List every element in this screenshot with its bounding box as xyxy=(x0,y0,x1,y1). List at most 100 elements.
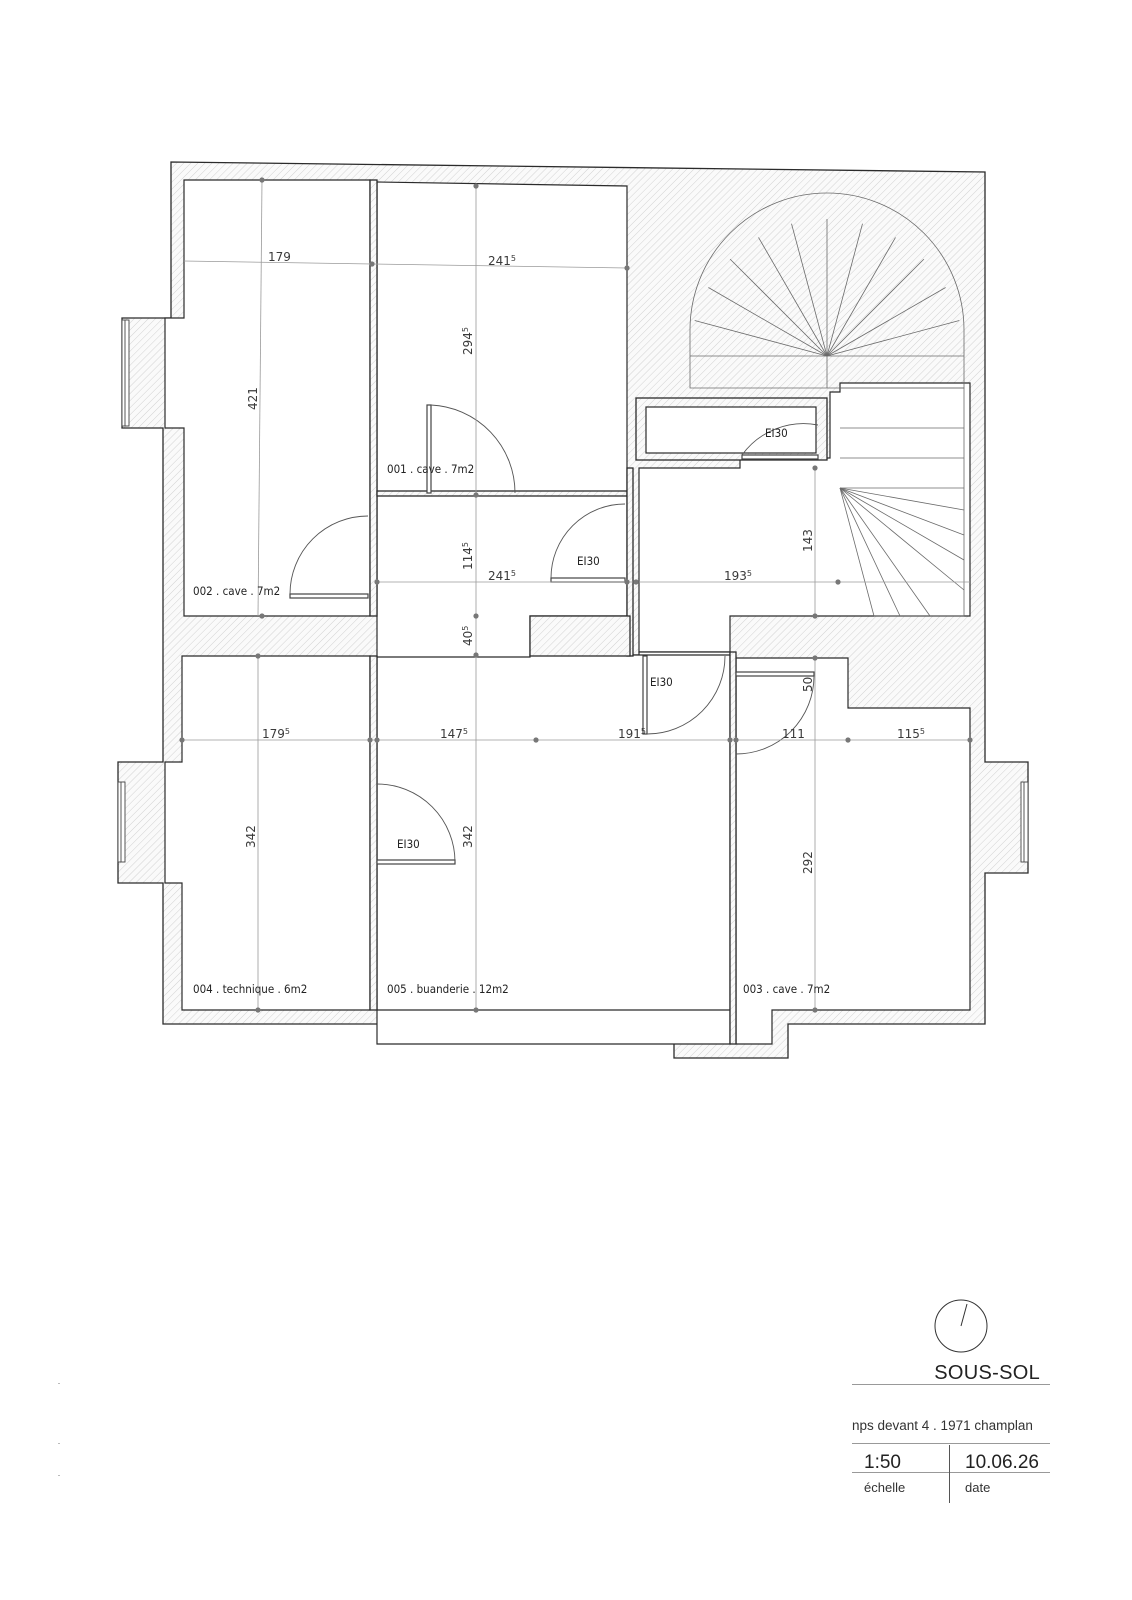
dimension-dot xyxy=(179,737,185,743)
dimension-dot xyxy=(633,579,639,585)
partition-vertical-west xyxy=(369,179,378,617)
dimension-dot xyxy=(473,183,479,189)
tb-vertical-separator xyxy=(949,1445,950,1503)
dimension-dot xyxy=(812,1007,818,1013)
room-005-area xyxy=(376,654,731,1011)
room-label-004: 004 . technique . 6m2 xyxy=(193,982,307,996)
dimension-dot xyxy=(473,652,479,658)
dimension-dot xyxy=(369,261,375,267)
stair-tread xyxy=(826,237,896,357)
room-label-005: 005 . buanderie . 12m2 xyxy=(387,982,509,996)
dim-40-5: 405 xyxy=(461,626,475,646)
dimension-dot xyxy=(473,613,479,619)
dimension-dot xyxy=(533,737,539,743)
margin-tick xyxy=(58,1443,60,1444)
spiral-stair xyxy=(689,192,965,617)
door-001[interactable] xyxy=(426,404,516,494)
title-block: SOUS-SOL nps devant 4 . 1971 champlan 1:… xyxy=(852,1280,1052,1520)
tb-separator-1 xyxy=(852,1384,1050,1385)
dim-114-5: 1145 xyxy=(461,542,475,570)
stair-tread xyxy=(826,320,960,357)
stair-tread xyxy=(826,258,925,357)
date-value: 10.06.26 xyxy=(965,1452,1039,1473)
room-004-area xyxy=(164,655,371,1011)
stair-tread xyxy=(729,258,828,357)
room-label-001: 001 . cave . 7m2 xyxy=(387,462,474,476)
dimension-dot xyxy=(255,1007,261,1013)
door-el30-004[interactable] xyxy=(376,783,456,865)
stair-tread xyxy=(758,237,828,357)
stair-tread xyxy=(839,487,965,591)
window-west-bottom xyxy=(117,781,126,863)
stair-tread xyxy=(839,487,965,561)
dimension-dot xyxy=(835,579,841,585)
dim-179-5: 1795 xyxy=(262,727,290,741)
door-label-el30-circulation: EI30 xyxy=(577,554,600,568)
dim-342-005: 342 xyxy=(461,825,475,848)
stair-tread xyxy=(839,487,875,617)
room-001-area xyxy=(376,181,628,496)
dimension-dot xyxy=(374,737,380,743)
dimension-dot xyxy=(473,492,479,498)
tb-separator-3 xyxy=(852,1472,1050,1473)
door-el30-niche[interactable] xyxy=(741,423,819,460)
scale-label: échelle xyxy=(864,1480,906,1495)
dim-147-5: 1475 xyxy=(440,727,468,741)
room-003-area xyxy=(735,657,971,1045)
dimension-dot xyxy=(374,579,380,585)
margin-tick xyxy=(58,1383,60,1384)
dim-342-004: 342 xyxy=(244,825,258,848)
dim-421: 421 xyxy=(246,387,260,410)
stair-tread xyxy=(839,487,901,617)
dim-191-5: 1915 xyxy=(618,727,646,741)
margin-tick xyxy=(58,1475,60,1476)
dimension-lines xyxy=(179,177,973,1013)
dimension-dot xyxy=(367,737,373,743)
dimension-dot xyxy=(473,1007,479,1013)
dimension-dot xyxy=(624,265,630,271)
dimension-dot xyxy=(812,613,818,619)
wall-block-center xyxy=(529,615,631,657)
stair-tread xyxy=(839,487,931,617)
dimension-dot xyxy=(727,737,733,743)
dim-241-5-top: 2415 xyxy=(488,254,516,268)
tb-separator-2 xyxy=(852,1443,1050,1444)
partition-horizontal-001 xyxy=(376,490,628,497)
north-arrow-icon xyxy=(934,1299,988,1353)
window-west-top xyxy=(121,319,130,427)
dimension-dot xyxy=(845,737,851,743)
door-003-inner[interactable] xyxy=(735,671,815,755)
stair-tread xyxy=(708,287,828,357)
dim-292: 292 xyxy=(801,851,815,874)
scale-value: 1:50 xyxy=(864,1452,901,1473)
door-label-el30-004: EI30 xyxy=(397,837,420,851)
dimension-dot xyxy=(967,737,973,743)
dimension-dot xyxy=(733,737,739,743)
dimension-dot xyxy=(812,465,818,471)
dimension-dot xyxy=(812,655,818,661)
partition-vertical-east xyxy=(729,651,737,1045)
stair-tread xyxy=(839,487,965,511)
stair-tread xyxy=(826,223,863,357)
stair-tread xyxy=(694,320,828,357)
stair-tread xyxy=(826,287,946,357)
dim-143: 143 xyxy=(801,529,815,552)
dim-294-5: 2945 xyxy=(461,327,475,355)
dim-115-5: 1155 xyxy=(897,727,925,741)
door-002[interactable] xyxy=(289,515,369,599)
dim-111: 111 xyxy=(782,727,805,741)
dim-241-5-mid: 2415 xyxy=(488,569,516,583)
dim-50: 50 xyxy=(801,677,815,692)
dim-179: 179 xyxy=(268,250,291,264)
room-label-003: 003 . cave . 7m2 xyxy=(743,982,830,996)
room-label-002: 002 . cave . 7m2 xyxy=(193,584,280,598)
door-label-el30-niche: EI30 xyxy=(765,426,788,440)
door-label-el30-003: EI30 xyxy=(650,675,673,689)
dimension-dot xyxy=(624,579,630,585)
partition-vertical-west-lower xyxy=(369,655,378,1011)
stair-tread xyxy=(839,487,965,536)
dimension-dot xyxy=(259,177,265,183)
dimension-dot xyxy=(255,653,261,659)
door-el30-003[interactable] xyxy=(642,655,726,735)
